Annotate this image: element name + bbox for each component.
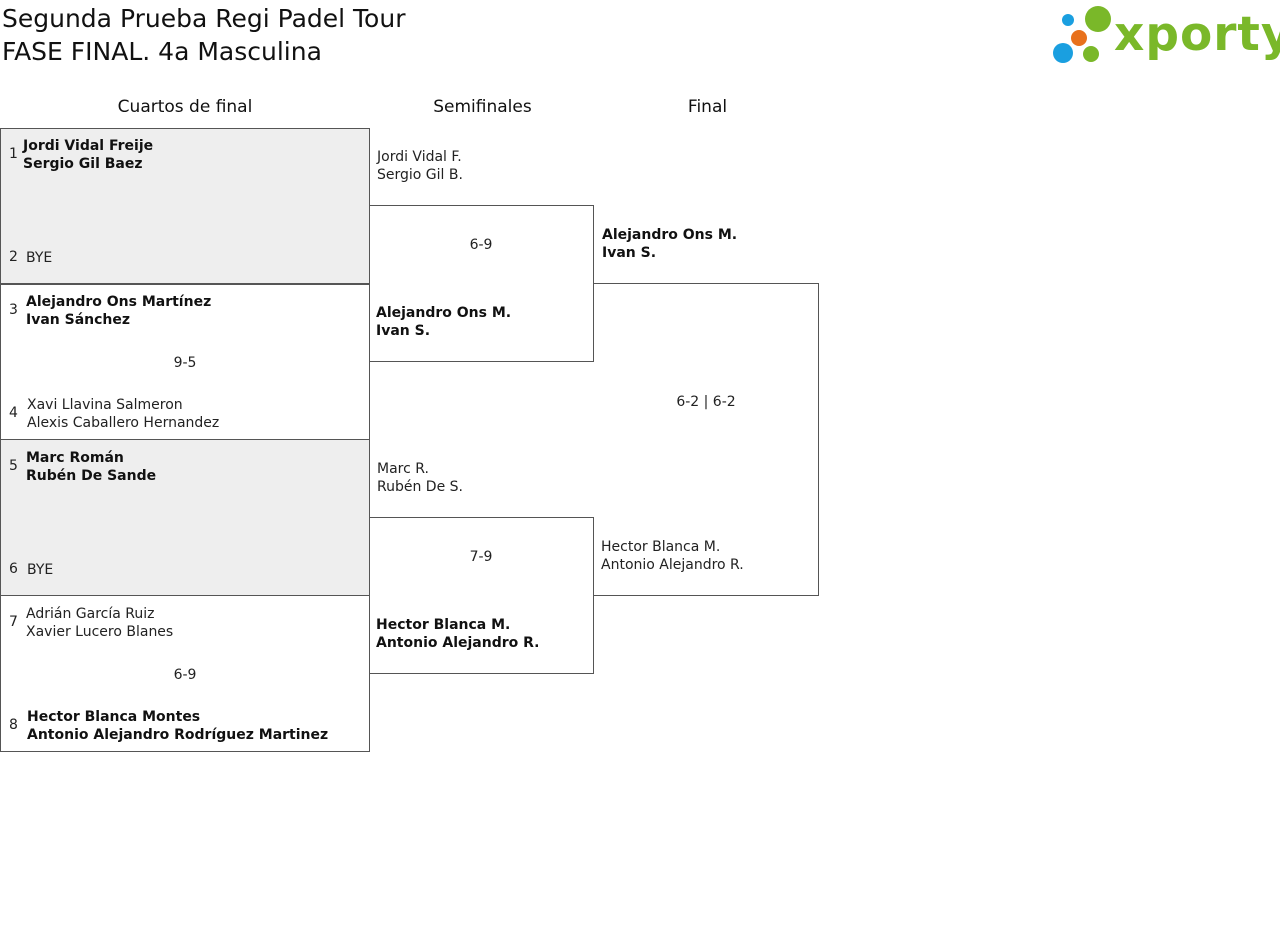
player-name: Hector Blanca M. (376, 617, 511, 633)
team-entry[interactable]: Jordi Vidal Freije Sergio Gil Baez (23, 137, 153, 173)
player-name: Ivan Sánchez (26, 312, 131, 328)
player-name: Jordi Vidal Freije (23, 138, 154, 154)
player-name: Alejandro Ons Martínez (26, 294, 212, 310)
player-name: Hector Blanca Montes (27, 709, 201, 725)
player-name: Ivan S. (376, 323, 431, 339)
player-name: Hector Blanca M. (601, 539, 721, 555)
team-seed: 5 (9, 458, 18, 474)
player-name: Rubén De Sande (26, 468, 157, 484)
team-seed: 3 (9, 302, 18, 318)
player-name: Alexis Caballero Hernandez (27, 415, 220, 431)
player-name: Ivan S. (602, 245, 657, 261)
player-name: BYE (26, 250, 53, 266)
tournament-title: Segunda Prueba Regi Padel Tour FASE FINA… (2, 2, 405, 68)
player-name: Sergio Gil Baez (23, 156, 143, 172)
round-header-final: Final (687, 97, 728, 117)
match-score: 7-9 (469, 549, 493, 565)
semifinal-1-team-a[interactable]: Jordi Vidal F. Sergio Gil B. (377, 148, 463, 184)
team-entry[interactable]: BYE (27, 561, 53, 579)
title-line-2: FASE FINAL. 4a Masculina (2, 37, 322, 66)
team-seed: 2 (9, 249, 18, 265)
final-team-a[interactable]: Alejandro Ons M. Ivan S. (602, 226, 737, 262)
quarterfinal-match-1[interactable]: 1 Jordi Vidal Freije Sergio Gil Baez 2 B… (0, 128, 370, 285)
match-score: 9-5 (173, 355, 197, 371)
round-header-semifinals: Semifinales (433, 97, 532, 117)
team-seed: 1 (9, 146, 18, 162)
title-line-1: Segunda Prueba Regi Padel Tour (2, 4, 406, 33)
player-name: Marc Román (26, 450, 124, 466)
logo-wordmark: xporty (1114, 7, 1280, 62)
player-name: BYE (27, 562, 54, 578)
player-name: Antonio Alejandro R. (376, 635, 540, 651)
semifinal-match-1[interactable]: 6-9 Alejandro Ons M. Ivan S. (369, 205, 594, 362)
player-name: Adrián García Ruiz (26, 606, 155, 622)
team-seed: 8 (9, 717, 18, 733)
team-entry[interactable]: BYE (26, 249, 52, 267)
match-score: 6-2 | 6-2 (676, 394, 736, 410)
round-header-quarterfinals: Cuartos de final (117, 97, 253, 117)
team-entry[interactable]: Adrián García Ruiz Xavier Lucero Blanes (26, 605, 173, 641)
team-entry[interactable]: Xavi Llavina Salmeron Alexis Caballero H… (27, 396, 219, 432)
team-seed: 6 (9, 561, 18, 577)
team-entry[interactable]: Hector Blanca Montes Antonio Alejandro R… (27, 708, 328, 744)
semifinal-2-team-b[interactable]: Hector Blanca M. Antonio Alejandro R. (376, 616, 540, 652)
player-name: Antonio Alejandro R. (601, 557, 744, 573)
player-name: Xavi Llavina Salmeron (27, 397, 183, 413)
quarterfinal-match-2[interactable]: 3 Alejandro Ons Martínez Ivan Sánchez 9-… (0, 283, 370, 440)
semifinal-2-team-a[interactable]: Marc R. Rubén De S. (377, 460, 463, 496)
team-seed: 4 (9, 405, 18, 421)
team-seed: 7 (9, 614, 18, 630)
player-name: Sergio Gil B. (377, 167, 463, 183)
final-match[interactable]: 6-2 | 6-2 Hector Blanca M. Antonio Aleja… (594, 283, 819, 596)
team-entry[interactable]: Alejandro Ons Martínez Ivan Sánchez (26, 293, 211, 329)
quarterfinal-match-4[interactable]: 7 Adrián García Ruiz Xavier Lucero Blane… (0, 595, 370, 752)
logo-dots-icon (1053, 6, 1111, 63)
final-team-b[interactable]: Hector Blanca M. Antonio Alejandro R. (601, 538, 744, 574)
player-name: Rubén De S. (377, 479, 463, 495)
match-score: 6-9 (173, 667, 197, 683)
player-name: Antonio Alejandro Rodríguez Martinez (27, 727, 329, 743)
xporty-logo: xporty (1052, 4, 1280, 66)
player-name: Xavier Lucero Blanes (26, 624, 174, 640)
player-name: Jordi Vidal F. (377, 149, 462, 165)
quarterfinal-match-3[interactable]: 5 Marc Román Rubén De Sande 6 BYE (0, 439, 370, 596)
team-entry[interactable]: Marc Román Rubén De Sande (26, 449, 156, 485)
player-name: Alejandro Ons M. (376, 305, 512, 321)
semifinal-match-2[interactable]: 7-9 Hector Blanca M. Antonio Alejandro R… (369, 517, 594, 674)
semifinal-1-team-b[interactable]: Alejandro Ons M. Ivan S. (376, 304, 511, 340)
player-name: Marc R. (377, 461, 429, 477)
match-score: 6-9 (469, 237, 493, 253)
player-name: Alejandro Ons M. (602, 227, 738, 243)
